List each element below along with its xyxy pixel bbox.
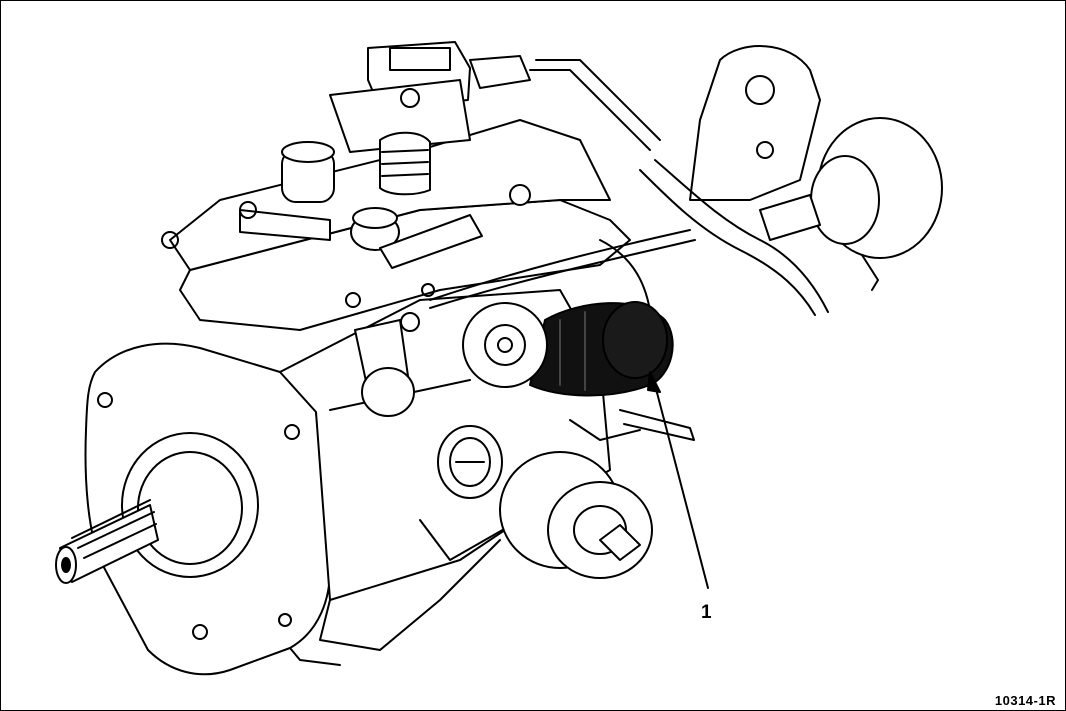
solenoid-valve-part-1 — [529, 301, 674, 397]
top-sensor — [329, 41, 661, 196]
advance-device — [499, 409, 695, 579]
lever-assembly — [354, 302, 548, 417]
vacuum-capsule — [689, 45, 943, 291]
fuel-inlet-union — [437, 425, 503, 499]
figure-reference: 10314-1R — [994, 693, 1056, 708]
callout-label-1: 1 — [701, 602, 712, 623]
head-components — [161, 141, 531, 308]
wiring-harness — [429, 159, 829, 381]
callout-leader-1 — [647, 371, 709, 589]
drive-shaft — [55, 432, 259, 584]
